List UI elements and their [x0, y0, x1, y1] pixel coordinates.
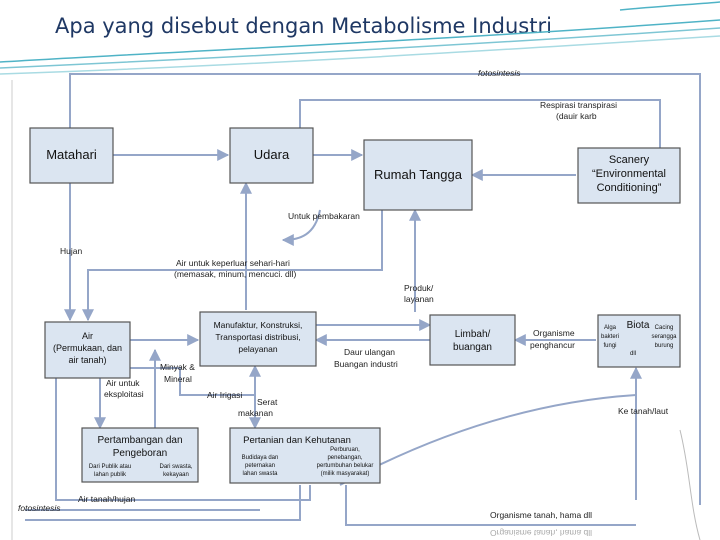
- node-matahari-label: Matahari: [46, 147, 97, 162]
- pertanian-right-4: (milik masyarakat): [321, 471, 370, 477]
- connector-fotosintesis-top: [69, 73, 701, 505]
- biota-left-2: bakteri: [601, 334, 619, 340]
- label-air-keperluan-1: Air untuk keperluar sehari-hari: [176, 258, 290, 268]
- label-daur-ulangan-1: Daur ulangan: [344, 347, 395, 357]
- node-air-line-3: air tanah): [68, 355, 106, 365]
- biota-left-3: fungi: [603, 343, 616, 349]
- decorative-swoosh: [0, 1, 720, 75]
- pertambangan-left-1: Dari Publik atau: [89, 464, 131, 470]
- node-biota: Biota Alga bakteri fungi Cacing serangga…: [597, 314, 681, 368]
- connector-respirasi: [299, 99, 661, 148]
- biota-left-1: Alga: [604, 325, 617, 331]
- node-pertanian-label: Pertanian dan Kehutanan: [243, 435, 351, 446]
- node-matahari: Matahari: [29, 127, 114, 184]
- connector-air-keperluan: [82, 210, 383, 322]
- label-organisme-1: Organisme: [533, 328, 575, 338]
- label-organisme-tanah-reflection: Organisme tanah, hama dll: [490, 528, 592, 538]
- biota-right-1: Cacing: [655, 325, 674, 331]
- connector-pembakaran: [281, 209, 321, 246]
- pertanian-left-2: peternakan: [245, 463, 275, 469]
- page-title: Apa yang disebut dengan Metabolisme Indu…: [55, 14, 552, 38]
- node-pertambangan-line-2: Pengeboran: [113, 448, 168, 459]
- node-manufaktur-line-2: Transportasi distribusi,: [215, 332, 300, 342]
- node-air-line-2: (Permukaan, dan: [53, 343, 122, 353]
- node-limbah-line-2: buangan: [453, 342, 492, 353]
- pertambangan-right-2: kekayaan: [163, 472, 189, 478]
- node-udara-label: Udara: [254, 147, 290, 162]
- node-air: Air (Permukaan, dan air tanah): [44, 321, 131, 379]
- label-organisme-2: penghancur: [530, 340, 575, 350]
- label-fotosintesis-bottom: fotosintesis: [18, 503, 61, 513]
- node-pertambangan: Pertambangan dan Pengeboran Dari Publik …: [81, 427, 199, 483]
- biota-bottom: dll: [630, 351, 636, 357]
- connector-air-tanah: [55, 378, 311, 501]
- label-fotosintesis-top: fotosintesis: [478, 68, 521, 78]
- label-serat-2: makanan: [238, 408, 273, 418]
- label-produk-1: Produk/: [404, 283, 434, 293]
- label-organisme-tanah: Organisme tanah, hama dll: [490, 510, 592, 520]
- label-untuk-pembakaran: Untuk pembakaran: [288, 211, 360, 221]
- node-limbah-line-1: Limbah/: [455, 329, 491, 340]
- connector-pertanian-biota: [339, 394, 637, 486]
- biota-right-3: burung: [655, 343, 674, 349]
- node-rumah-tangga: Rumah Tangga: [363, 139, 473, 211]
- label-air-eksploitasi-2: eksploitasi: [104, 389, 144, 399]
- pertanian-right-3: pertumbuhan belukar: [317, 463, 374, 469]
- label-serat-1: Serat: [257, 397, 278, 407]
- connector-fotosintesis-bottom-2: [25, 485, 301, 521]
- connector-labels: fotosintesis Respirasi transpirasi (daui…: [18, 68, 669, 538]
- label-ke-tanah: Ke tanah/laut: [618, 406, 669, 416]
- node-pertanian: Pertanian dan Kehutanan Budidaya dan pet…: [229, 427, 381, 484]
- connector-organisme-tanah: [345, 485, 636, 526]
- node-scenery-line-2: “Environmental: [592, 168, 666, 180]
- pertambangan-left-2: lahan publik: [94, 472, 127, 478]
- node-rumah-tangga-label: Rumah Tangga: [374, 167, 463, 182]
- label-produk-2: layanan: [404, 294, 434, 304]
- node-biota-label: Biota: [627, 320, 650, 331]
- label-air-tanah-hujan: Air tanah/hujan: [78, 494, 135, 504]
- biota-right-2: serangga: [651, 334, 677, 340]
- pertanian-left-1: Budidaya dan: [242, 455, 279, 461]
- node-air-line-1: Air: [82, 331, 93, 341]
- node-limbah: Limbah/ buangan: [429, 314, 516, 366]
- node-udara: Udara: [229, 127, 314, 184]
- node-manufaktur: Manufaktur, Konstruksi, Transportasi dis…: [199, 311, 317, 367]
- label-respirasi-1: Respirasi transpirasi: [540, 100, 617, 110]
- label-daur-ulangan-2: Buangan industri: [334, 359, 398, 369]
- label-air-irigasi: Air Irigasi: [207, 390, 243, 400]
- label-hujan: Hujan: [60, 246, 82, 256]
- label-respirasi-2: (dauir karb: [556, 111, 597, 121]
- pertanian-left-3: lahan swasta: [242, 471, 278, 477]
- label-minyak-2: Mineral: [164, 374, 192, 384]
- label-air-keperluan-2: (memasak, minum, mencuci. dll): [174, 269, 297, 279]
- node-scenery-line-1: Scanery: [609, 154, 650, 166]
- pertanian-right-2: penebangan,: [327, 455, 362, 461]
- node-manufaktur-line-1: Manufaktur, Konstruksi,: [214, 320, 303, 330]
- label-minyak-1: Minyak &: [160, 362, 195, 372]
- pertanian-right-1: Perburuan,: [330, 447, 360, 453]
- right-frame-curve: [679, 429, 701, 540]
- node-scenery: Scanery “Environmental Conditioning”: [577, 147, 681, 204]
- node-scenery-line-3: Conditioning”: [597, 182, 662, 194]
- label-air-eksploitasi-1: Air untuk: [106, 378, 140, 388]
- node-manufaktur-line-3: pelayanan: [238, 344, 278, 354]
- node-pertambangan-line-1: Pertambangan dan: [97, 435, 182, 446]
- connectors: [25, 73, 701, 526]
- pertambangan-right-1: Dari swasta,: [159, 464, 192, 470]
